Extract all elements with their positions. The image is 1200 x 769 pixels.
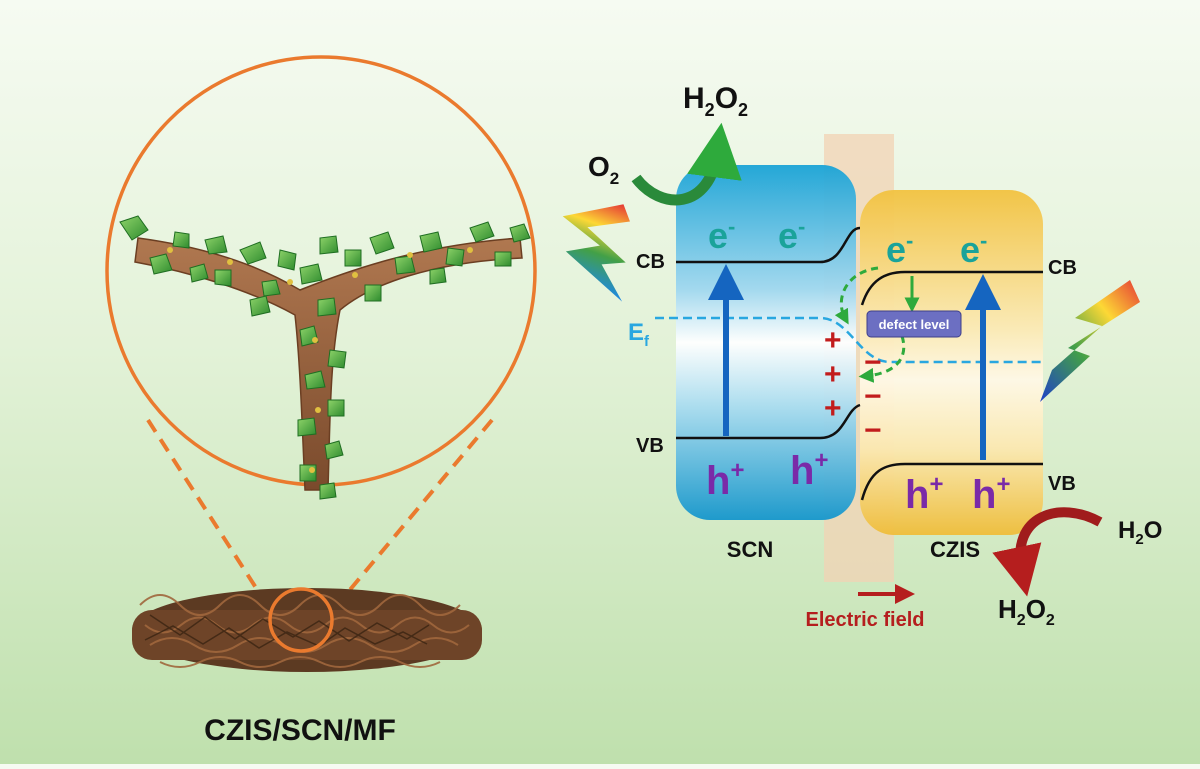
band-diagram: defect level Electric field CB VB CB VB … [562, 82, 1162, 631]
defect-recombination-arrow [858, 335, 906, 383]
h2o-oxidation-arrow [992, 507, 1103, 597]
melamine-foam-block [132, 588, 482, 672]
minus-charge-3: − [864, 414, 882, 447]
czis-hole-2: h+ [972, 471, 1010, 517]
czis-hole-1: h+ [905, 471, 943, 517]
fermi-level-label: Ef [628, 319, 650, 350]
light-bolt-right-icon [1040, 280, 1140, 402]
scn-electron-1: e- [708, 214, 735, 256]
scn-band-block [676, 165, 856, 520]
interface-charges: + + + − − − [824, 324, 882, 447]
scn-label: SCN [727, 537, 773, 562]
o2-reduction-arrow [631, 122, 742, 206]
vb-label-left: VB [636, 435, 664, 457]
nanoparticle-dots [167, 247, 473, 473]
electron-transfer-arrow [834, 266, 879, 325]
zoom-line-left [146, 418, 280, 624]
scn-electron-2: e- [778, 214, 805, 256]
holes-group: h+ h+ h+ h+ [706, 447, 1010, 517]
czis-electron-2: e- [960, 228, 987, 270]
defect-level-box [866, 310, 962, 338]
plus-charge-2: + [824, 358, 842, 391]
czis-electron-1: e- [886, 228, 913, 270]
plus-charge-1: + [824, 324, 842, 357]
czis-vb-edge [860, 462, 1043, 501]
nanosheet-leaves [119, 215, 531, 500]
scn-hole-2: h+ [790, 447, 828, 493]
composite-caption: CZIS/SCN/MF [204, 714, 396, 747]
vb-label-right: VB [1048, 473, 1076, 495]
electrons-group: e- e- e- e- [708, 214, 987, 270]
minus-charge-2: − [864, 380, 882, 413]
h2o2-product-top: H2O2 [683, 82, 748, 120]
h2o-reactant: H2O [1118, 517, 1162, 548]
foam-zoom-illustration: CZIS/SCN/MF [105, 55, 537, 747]
cb-label-left: CB [636, 251, 665, 273]
zoom-line-right [321, 418, 494, 624]
light-bolt-left-icon [562, 204, 630, 302]
scn-vb-edge [676, 403, 861, 440]
scn-cb-edge [676, 226, 861, 264]
electric-field-label: Electric field [806, 609, 925, 631]
foam-zoom-marker-ring [268, 587, 334, 653]
scn-hole-1: h+ [706, 457, 744, 503]
h2o2-product-bottom: H2O2 [998, 594, 1055, 629]
o2-reactant: O2 [588, 151, 619, 188]
plus-charge-3: + [824, 392, 842, 425]
czis-cb-edge [860, 270, 1043, 306]
fermi-level-line [655, 316, 1043, 364]
czis-label: CZIS [930, 537, 980, 562]
minus-charge-1: − [864, 346, 882, 379]
cb-label-right: CB [1048, 257, 1077, 279]
defect-level-label: defect level [879, 317, 950, 332]
